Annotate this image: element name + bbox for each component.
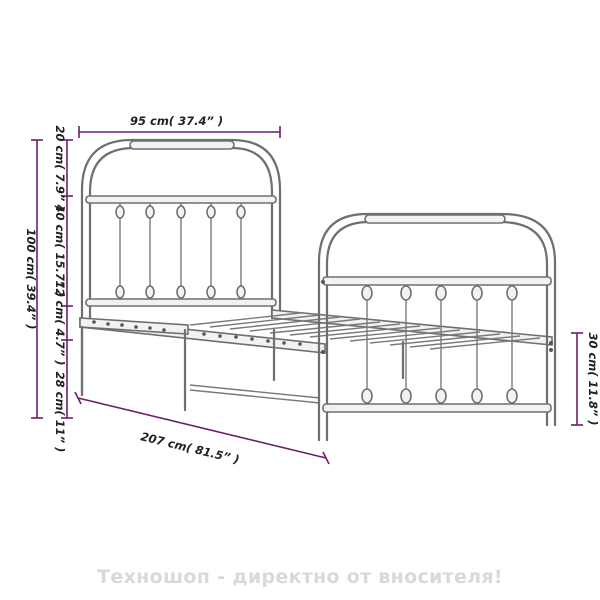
footboard (317, 212, 557, 442)
watermark-text: Техношоп - директно от вносителя! (97, 566, 503, 588)
leg-height-label: 28 cm( 11” ) (53, 372, 67, 453)
headboard (80, 138, 282, 397)
dimension-lines (31, 126, 583, 465)
headboard-panel-height-label: 40 cm( 15.7” ) (53, 203, 67, 297)
width-label: 95 cm( 37.4” ) (130, 114, 223, 128)
bed-frame-illustration (79, 138, 557, 442)
frame-rail-height-label: 12 cm( 4.7” ) (53, 280, 67, 365)
total-height-label: 100 cm( 39.4” ) (24, 228, 38, 329)
side-rails (79, 309, 553, 412)
footboard-height-label: 30 cm( 11.8” ) (586, 332, 600, 425)
top-curve-height-label: 20 cm( 7.9” ) (53, 125, 67, 210)
length-label: 207 cm( 81.5” ) (139, 429, 241, 466)
